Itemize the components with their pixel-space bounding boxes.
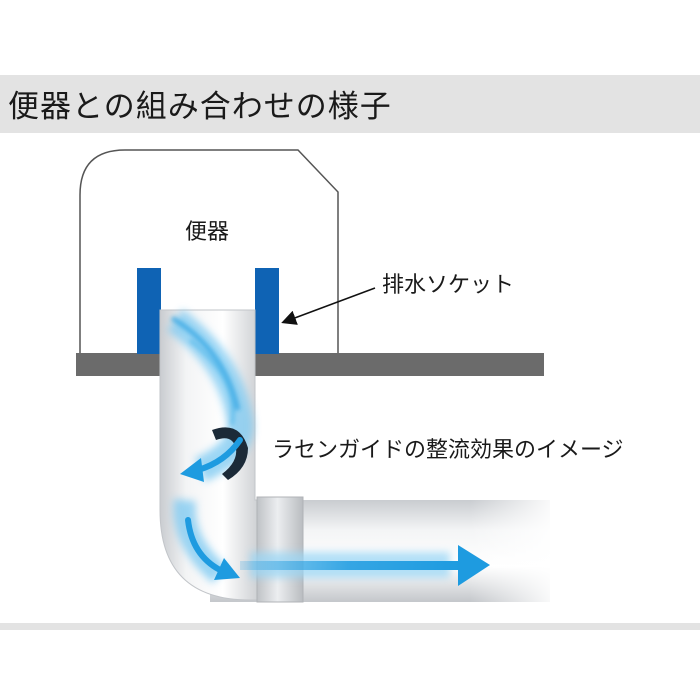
title-band: 便器との組み合わせの様子 xyxy=(0,75,700,133)
effect-label: ラセンガイドの整流効果のイメージ xyxy=(272,438,624,463)
socket-label: 排水ソケット xyxy=(382,273,514,298)
flow-arrow-outflow xyxy=(240,545,490,586)
socket-bar-left xyxy=(137,268,161,354)
toilet-label: 便器 xyxy=(185,220,229,245)
horizontal-pipe-fade xyxy=(470,497,560,605)
socket-bar-right xyxy=(255,268,279,354)
coupler xyxy=(256,496,304,603)
flow-arrow-swirl xyxy=(180,437,243,482)
bottom-band xyxy=(0,623,700,630)
socket-pointer-arrow xyxy=(281,287,376,325)
flow-arrow-elbow xyxy=(185,517,240,580)
flow-streaks xyxy=(170,315,241,426)
floor-bar xyxy=(76,353,544,376)
page-title: 便器との組み合わせの様子 xyxy=(8,89,392,125)
